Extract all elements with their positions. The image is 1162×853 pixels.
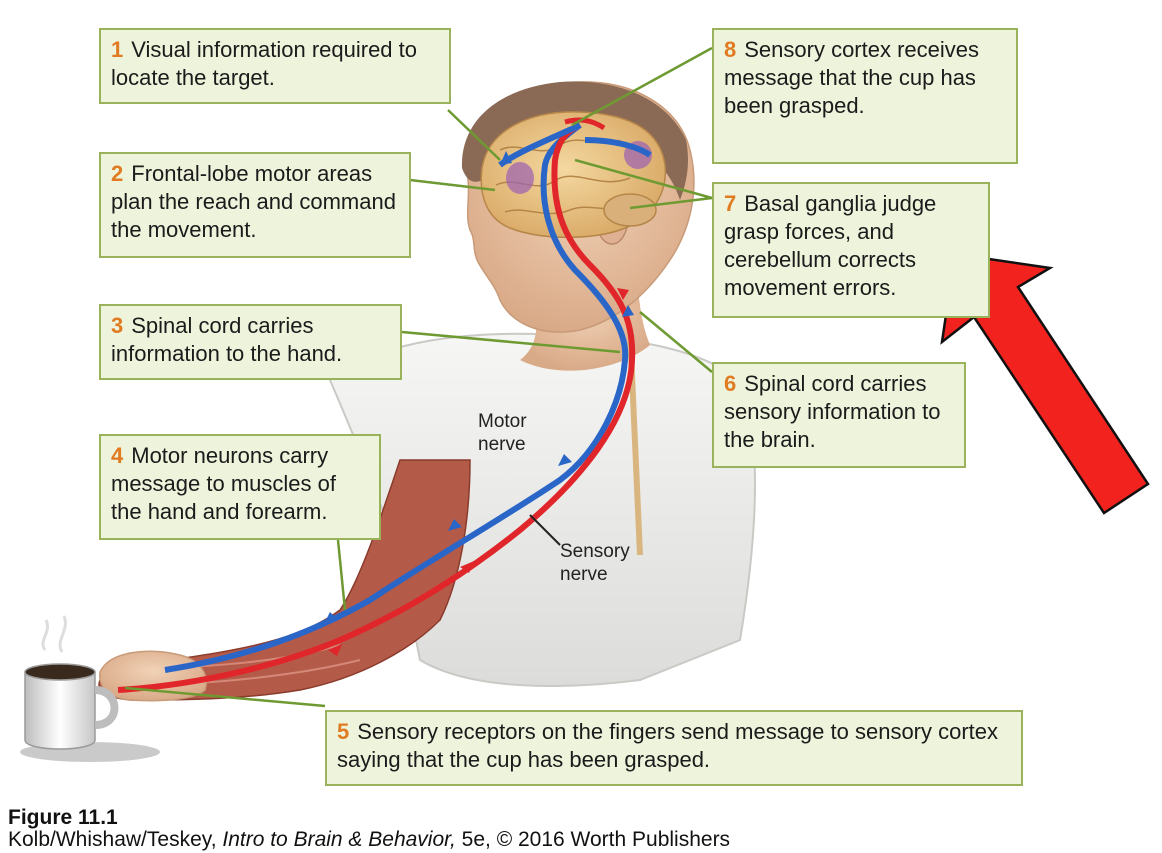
callout-text: Frontal-lobe motor areas plan the reach … (111, 161, 396, 242)
callout-number: 6 (724, 371, 737, 396)
mug (24, 671, 96, 750)
motor-nerve-label: Motor nerve (478, 411, 527, 455)
callout-text: Motor neurons carry message to muscles o… (111, 443, 336, 524)
callout-text: Visual information required to locate th… (111, 37, 418, 90)
callout-number: 2 (111, 161, 124, 186)
big-red-arrow (940, 252, 1150, 515)
sensory-nerve-path (117, 122, 636, 693)
figure-title: Figure 11.1 (8, 806, 118, 829)
callout-text: Sensory receptors on the fingers send me… (337, 719, 999, 772)
sensory-nerve-label: Sensory nerve (560, 541, 630, 585)
motor-nerve-path (164, 122, 629, 673)
credit-book: Intro to Brain & Behavior, (222, 828, 456, 851)
figure-credit: Kolb/Whishaw/Teskey, Intro to Brain & Be… (8, 828, 730, 852)
leader-lines (124, 46, 713, 708)
callout-text: Spinal cord carries information to the h… (111, 313, 343, 366)
credit-rest: 5e, © 2016 Worth Publishers (455, 828, 731, 851)
callout-text: Spinal cord carries sensory information … (724, 371, 941, 452)
credit-authors: Kolb/Whishaw/Teskey, (8, 828, 223, 851)
callout-number: 7 (724, 191, 737, 216)
callout-number: 8 (724, 37, 737, 62)
callout-number: 1 (111, 37, 124, 62)
callout-number: 4 (111, 443, 124, 468)
callout-number: 3 (111, 313, 124, 338)
callout-number: 5 (337, 719, 350, 744)
callout-text: Sensory cortex receives message that the… (724, 37, 980, 118)
callout-text: Basal ganglia judge grasp forces, and ce… (724, 191, 937, 300)
